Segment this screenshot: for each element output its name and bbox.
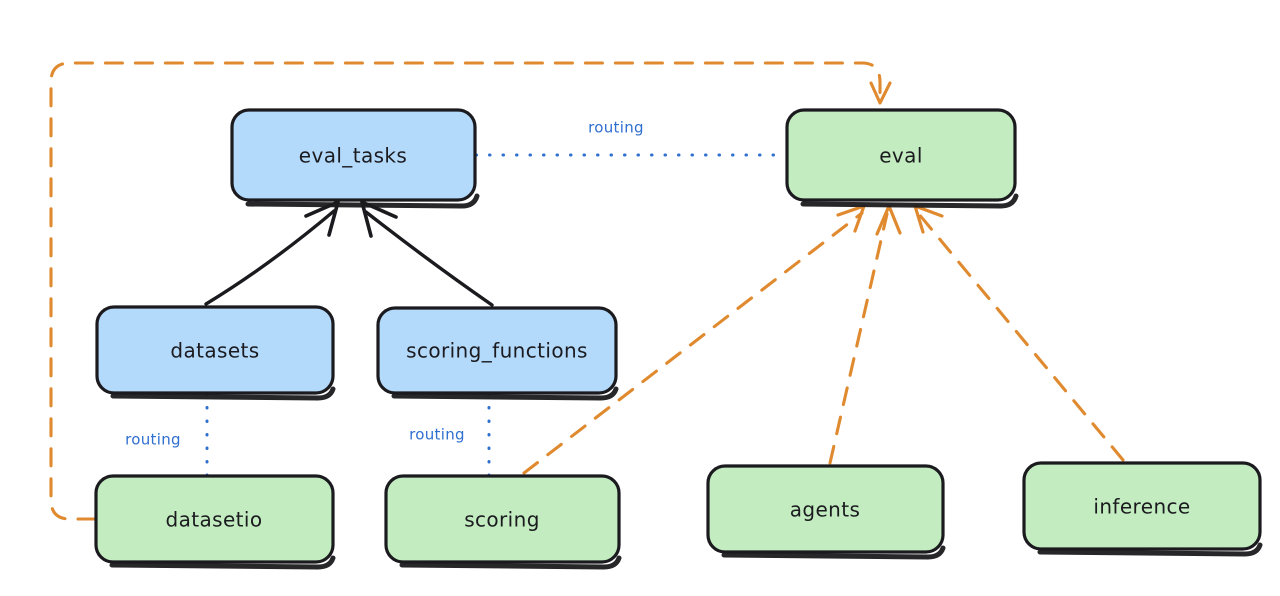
edge-label-routing-datasets-datasetio: routing xyxy=(125,431,181,449)
node-shadow-scoring-functions xyxy=(391,386,619,401)
node-box-eval[interactable] xyxy=(785,108,1017,202)
edge-inference-eval xyxy=(913,204,1125,462)
node-shadow-eval xyxy=(800,193,1019,209)
node-scoring[interactable]: scoring xyxy=(384,474,622,570)
arrowhead-inference-eval xyxy=(913,204,944,234)
node-label-scoring: scoring xyxy=(464,508,540,532)
arrowhead-datasets-eval-tasks xyxy=(304,200,340,237)
node-datasetio[interactable]: datasetio xyxy=(94,474,336,570)
node-box-eval-tasks[interactable] xyxy=(230,108,477,202)
node-label-eval-tasks: eval_tasks xyxy=(299,144,407,168)
node-shadow-datasets xyxy=(110,386,336,401)
edge-path-agents-eval xyxy=(828,212,889,465)
edge-path-datasetio-eval xyxy=(49,61,882,521)
node-inference[interactable]: inference xyxy=(1022,461,1263,557)
node-label-agents: agents xyxy=(790,498,861,522)
node-box-scoring-functions[interactable] xyxy=(376,306,618,395)
node-shadow-eval-tasks xyxy=(245,193,480,209)
node-box-inference[interactable] xyxy=(1022,461,1262,551)
node-label-scoring-functions: scoring_functions xyxy=(406,339,588,363)
node-box-agents[interactable] xyxy=(706,464,945,554)
node-box-datasetio[interactable] xyxy=(94,474,335,564)
node-label-eval: eval xyxy=(879,144,923,168)
edge-datasetio-eval xyxy=(49,61,892,521)
node-eval[interactable]: eval xyxy=(785,108,1019,209)
node-label-inference: inference xyxy=(1093,495,1190,519)
node-box-scoring[interactable] xyxy=(384,474,621,564)
arrowhead-agents-eval xyxy=(875,204,902,236)
node-shadow-agents xyxy=(721,545,946,560)
node-label-datasets: datasets xyxy=(170,339,259,363)
edge-path-scoring-eval xyxy=(522,211,864,475)
node-datasets[interactable]: datasets xyxy=(95,305,336,401)
edge-path-datasets-eval-tasks xyxy=(204,209,336,306)
edge-path-scoring-functions-eval-tasks xyxy=(364,210,494,307)
node-box-datasets[interactable] xyxy=(95,305,335,395)
arrowhead-scoring-functions-eval-tasks xyxy=(360,200,398,238)
arrowhead-datasetio-eval xyxy=(869,81,892,105)
edge-path-inference-eval xyxy=(916,211,1125,462)
edge-label-routing-scoring-functions-scoring: routing xyxy=(409,426,465,444)
edge-agents-eval xyxy=(828,204,902,465)
node-shadow-inference xyxy=(1037,542,1263,557)
edge-scoring-functions-eval-tasks xyxy=(360,200,494,307)
edge-datasets-eval-tasks xyxy=(204,200,340,306)
node-eval-tasks[interactable]: eval_tasks xyxy=(230,108,480,209)
node-label-datasetio: datasetio xyxy=(165,508,262,532)
node-agents[interactable]: agents xyxy=(706,464,946,560)
node-scoring-functions[interactable]: scoring_functions xyxy=(376,306,619,401)
edge-label-routing-eval-tasks-eval: routing xyxy=(588,119,644,137)
node-shadow-scoring xyxy=(399,555,622,570)
node-shadow-datasetio xyxy=(109,555,336,570)
